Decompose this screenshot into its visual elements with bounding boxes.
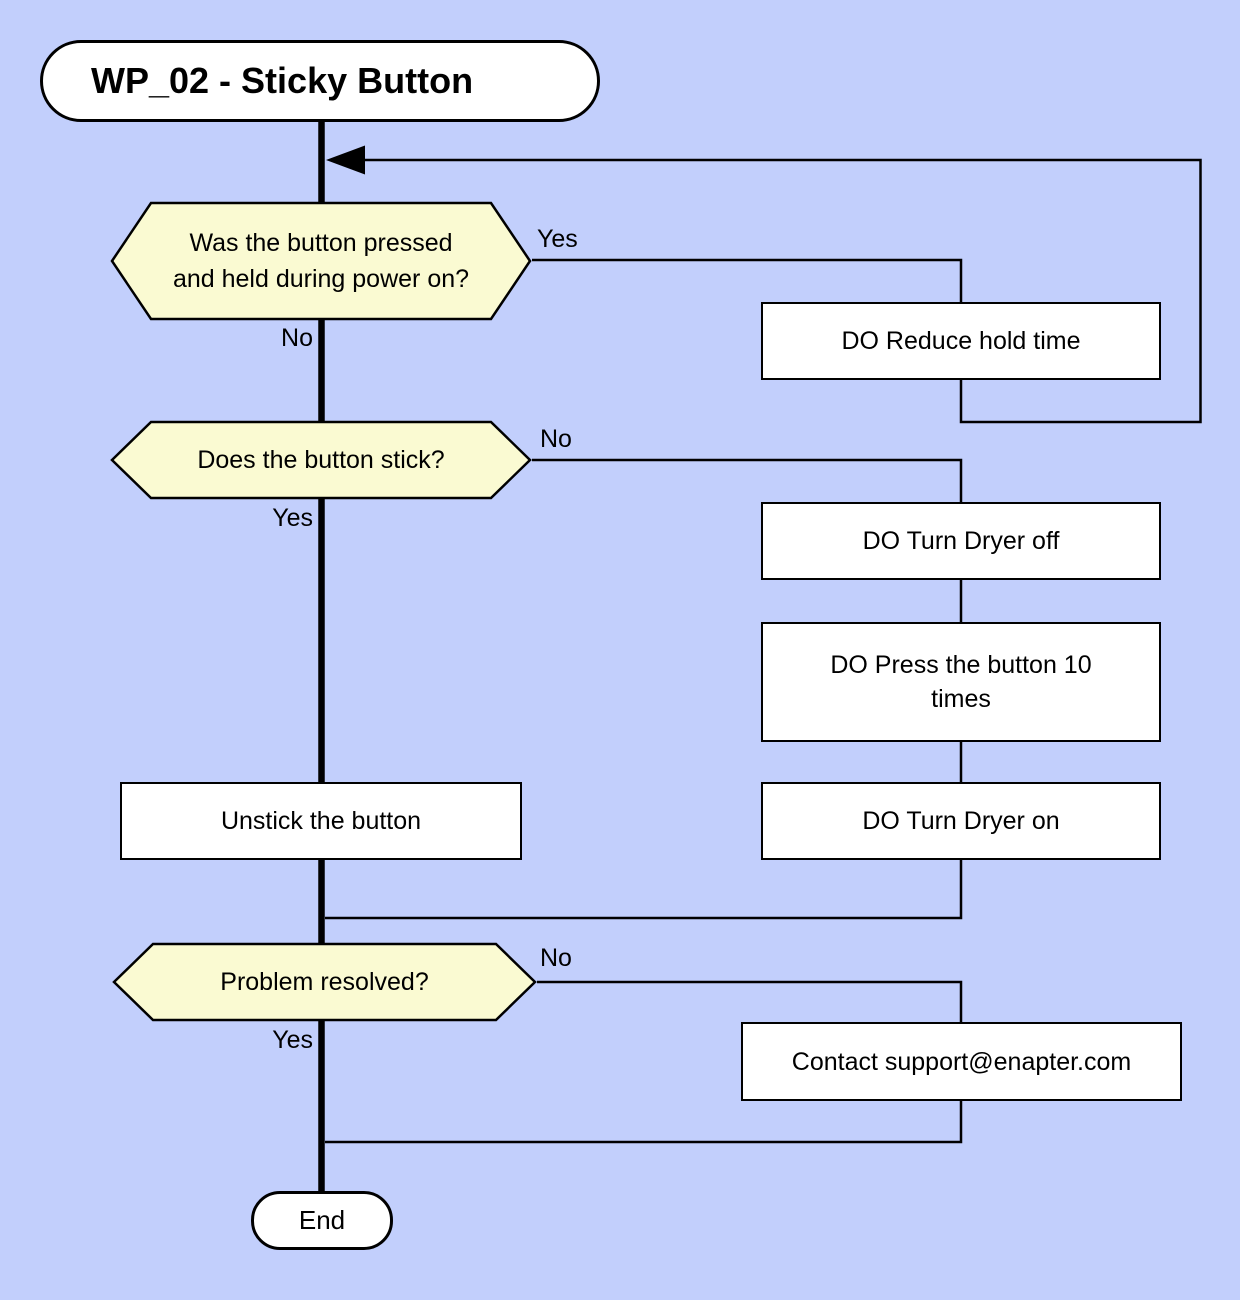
hexagon-shape xyxy=(110,420,532,500)
end-node: End xyxy=(251,1191,393,1250)
branch-yes-1-line xyxy=(532,258,963,302)
decision-problem-resolved: Problem resolved? xyxy=(112,942,537,1022)
decision-button-stick: Does the button stick? xyxy=(110,420,532,500)
end-label: End xyxy=(298,1205,346,1235)
decision-question: Does the button stick? xyxy=(197,446,445,474)
decision-question: Was the button pressed and held during p… xyxy=(172,229,470,293)
label-no-2: No xyxy=(540,425,572,453)
process-turn-dryer-on: DO Turn Dryer on xyxy=(761,782,1161,860)
label-yes-2: Yes xyxy=(272,504,313,532)
process-reduce-hold-time: DO Reduce hold time xyxy=(761,302,1161,380)
branch-no-2-line xyxy=(532,458,963,502)
arrowhead-left-icon xyxy=(326,145,365,175)
process-press-button-10-times: DO Press the button 10 times xyxy=(761,622,1161,742)
merge-right-column-line xyxy=(325,860,963,920)
hexagon-shape xyxy=(110,201,532,321)
diagram-title: WP_02 - Sticky Button xyxy=(91,60,474,101)
process-contact-support: Contact support@enapter.com xyxy=(741,1022,1182,1101)
merge-contact-line xyxy=(325,1101,963,1144)
label-yes-1: Yes xyxy=(537,225,578,253)
branch-no-3-line xyxy=(537,980,963,1022)
process-turn-dryer-off: DO Turn Dryer off xyxy=(761,502,1161,580)
hexagon-shape xyxy=(112,942,537,1022)
label-yes-3: Yes xyxy=(272,1026,313,1054)
start-node-title: WP_02 - Sticky Button xyxy=(40,40,600,122)
label-no-3: No xyxy=(540,944,572,972)
decision-question: Problem resolved? xyxy=(220,968,429,996)
decision-button-held: Was the button pressed and held during p… xyxy=(110,201,532,321)
loop-back-line xyxy=(364,158,1202,424)
process-unstick-button: Unstick the button xyxy=(120,782,522,860)
label-no-1: No xyxy=(281,324,313,352)
